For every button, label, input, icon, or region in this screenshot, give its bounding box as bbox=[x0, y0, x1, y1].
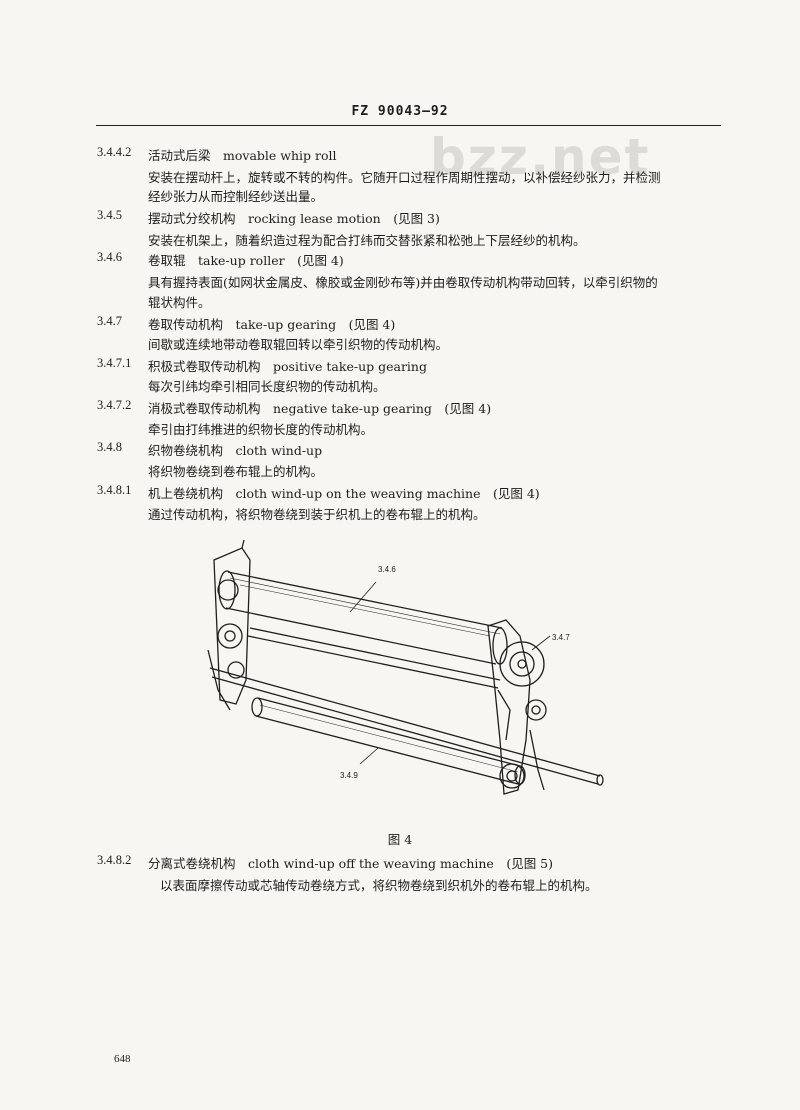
entry-term: 积极式卷取传动机构 positive take-up gearing bbox=[148, 359, 427, 374]
entry-number: 3.4.8 bbox=[97, 440, 122, 454]
entry-term: 卷取辊 take-up roller (见图 4) bbox=[148, 253, 344, 268]
entry-definition: 经纱张力从而控制经纱送出量。 bbox=[148, 189, 324, 204]
entry-definition: 安装在摆动杆上，旋转或不转的构件。它随开口过程作周期性摆动，以补偿经纱张力，并检… bbox=[148, 170, 661, 185]
figure-label: 3.4.7 bbox=[552, 633, 570, 642]
entry-number: 3.4.8.1 bbox=[97, 483, 132, 497]
entry-definition: 牵引由打纬推进的织物长度的传动机构。 bbox=[148, 422, 374, 437]
right-frame-gearing-drawing bbox=[487, 619, 547, 795]
entry-term: 卷取传动机构 take-up gearing (见图 4) bbox=[148, 317, 396, 332]
entry-definition: 将织物卷绕到卷布辊上的机构。 bbox=[148, 464, 324, 479]
entry-number: 3.4.7 bbox=[97, 314, 122, 328]
left-frame-drawing bbox=[207, 540, 251, 711]
entry-definition: 以表面摩擦传动或芯轴传动卷绕方式，将织物卷绕到织机外的卷布辊上的机构。 bbox=[160, 878, 598, 893]
figure-caption: 图 4 bbox=[387, 832, 413, 847]
entry-number: 3.4.7.2 bbox=[97, 398, 132, 412]
entry-number: 3.4.5 bbox=[97, 208, 122, 222]
header-rule bbox=[96, 125, 721, 126]
figure-label: 3.4.9 bbox=[340, 771, 358, 780]
entry-number: 3.4.6 bbox=[97, 250, 122, 264]
entry-term: 分离式卷绕机构 cloth wind-up off the weaving ma… bbox=[148, 856, 554, 871]
entry-number: 3.4.4.2 bbox=[97, 145, 132, 159]
entry-definition: 辊状构件。 bbox=[148, 295, 211, 310]
figure-label: 3.4.6 bbox=[378, 565, 396, 574]
entry-term: 机上卷绕机构 cloth wind-up on the weaving mach… bbox=[148, 486, 540, 501]
entry-term: 消极式卷取传动机构 negative take-up gearing (见图 4… bbox=[148, 401, 492, 416]
entry-definition: 每次引纬均牵引相同长度织物的传动机构。 bbox=[148, 379, 386, 394]
entry-term: 活动式后梁 movable whip roll bbox=[148, 148, 337, 163]
entry-number: 3.4.7.1 bbox=[97, 356, 132, 370]
entry-definition: 通过传动机构，将织物卷绕到装于织机上的卷布辊上的机构。 bbox=[148, 507, 486, 522]
take-up-mechanism-figure: 3.4.6 3.4.7 3.4.9 bbox=[207, 540, 604, 795]
entry-definition: 具有握持表面(如网状金属皮、橡胶或金刚砂布等)并由卷取传动机构带动回转，以牵引织… bbox=[148, 275, 658, 290]
entry-number: 3.4.8.2 bbox=[97, 853, 132, 867]
watermark: bzz.net bbox=[430, 128, 651, 186]
entry-definition: 间歇或连续地带动卷取辊回转以牵引织物的传动机构。 bbox=[148, 337, 449, 352]
entry-definition: 安装在机架上，随着织造过程为配合打纬而交替张紧和松弛上下层经纱的机构。 bbox=[148, 233, 586, 248]
entry-term: 织物卷绕机构 cloth wind-up bbox=[148, 443, 323, 458]
entry-term: 摆动式分绞机构 rocking lease motion (见图 3) bbox=[148, 211, 440, 226]
take-up-roller-drawing bbox=[218, 570, 508, 665]
cloth-roller-drawing bbox=[251, 697, 526, 785]
page-number: 648 bbox=[114, 1053, 131, 1065]
standard-code: FZ 90043—92 bbox=[351, 104, 449, 119]
